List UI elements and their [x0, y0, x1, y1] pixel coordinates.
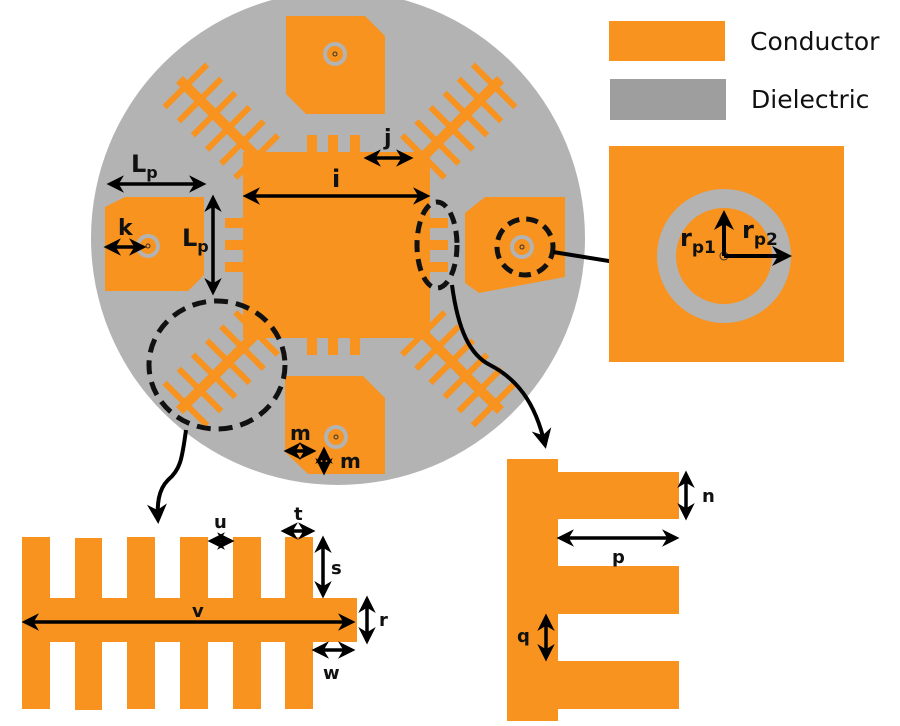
feed-patch-top	[286, 16, 385, 114]
central-patch	[243, 152, 430, 338]
legend-swatch-conductor	[609, 21, 725, 61]
label-i: i	[332, 165, 340, 193]
label-m-vertical: m	[340, 449, 361, 473]
connector-stubs-to-detail	[450, 284, 552, 449]
feed-patch-right	[465, 197, 565, 293]
feed-detail: rp1 rp2	[609, 146, 844, 362]
label-rp2: rp2	[742, 216, 778, 250]
stubs-right	[429, 218, 448, 272]
stubs-top	[307, 135, 360, 153]
stub-detail: n p q	[507, 459, 715, 721]
label-n: n	[702, 486, 715, 507]
label-t: t	[294, 504, 303, 525]
label-p: p	[612, 547, 625, 568]
stubs-left	[225, 218, 244, 272]
label-w: w	[323, 663, 340, 684]
label-s: s	[331, 558, 342, 579]
label-q: q	[517, 626, 530, 647]
legend-swatch-dielectric	[610, 79, 726, 120]
label-j: j	[383, 126, 392, 151]
label-m-horizontal: m	[290, 421, 311, 445]
label-rp1: rp1	[680, 224, 716, 258]
label-v: v	[192, 601, 204, 622]
legend-label-conductor: Conductor	[750, 27, 880, 56]
label-Lp-top: Lp	[131, 150, 158, 182]
arm-detail: u t s v r w	[21, 504, 388, 710]
stubs-bottom	[307, 337, 360, 355]
callout-ellipse-stubs	[414, 199, 460, 291]
connector-arm-to-detail	[146, 429, 188, 524]
legend-label-dielectric: Dielectric	[751, 85, 869, 114]
callout-ellipse-arm	[146, 298, 288, 432]
label-r: r	[379, 610, 388, 631]
callout-circle-feed	[494, 216, 556, 278]
label-k: k	[118, 216, 134, 241]
legend: Conductor Dielectric	[609, 21, 880, 120]
label-Lp-side: Lp	[182, 224, 209, 256]
label-u: u	[214, 512, 227, 533]
